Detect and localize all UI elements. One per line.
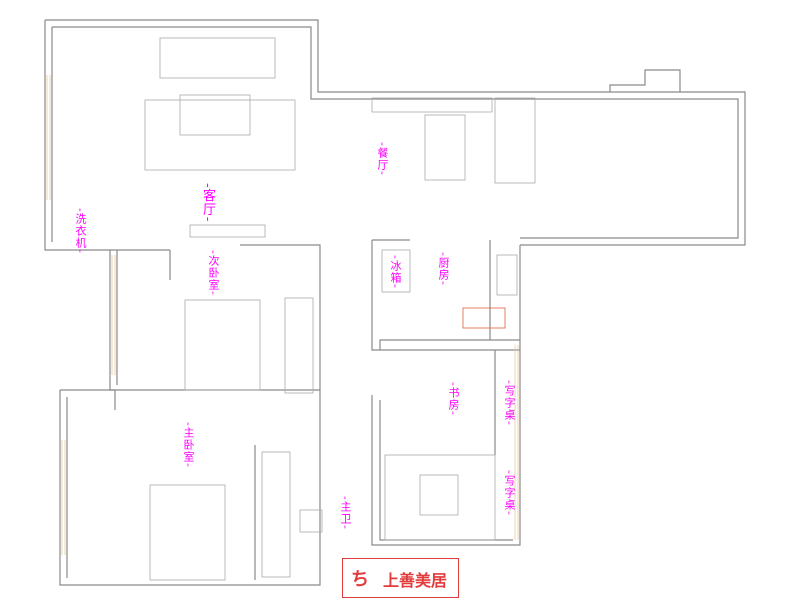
window-master: [61, 440, 66, 555]
label-kitchen: -厨房-: [437, 252, 450, 286]
toilet: [299, 509, 323, 533]
dining-table: [424, 114, 466, 181]
label-dining-room: -餐厅-: [376, 142, 389, 176]
label-desk-1: -写字桌-: [503, 380, 516, 426]
fridge: [381, 249, 411, 293]
window-second-bedroom: [111, 255, 116, 375]
brand-logo: ち 上善美居: [342, 558, 459, 598]
second-bed: [184, 299, 261, 391]
study-seat: [419, 474, 459, 516]
study-desk: [384, 454, 496, 541]
wardrobe-master: [261, 451, 291, 578]
label-fridge: -冰箱-: [389, 255, 402, 289]
label-washer: -洗衣机-: [74, 208, 87, 254]
logo-mark-icon: ち: [351, 569, 369, 590]
label-study: -书房-: [447, 382, 460, 416]
wall-study: [371, 245, 521, 546]
wall-second-bedroom: [109, 244, 321, 398]
sink: [496, 254, 518, 296]
label-living-room: -客厅-: [200, 183, 215, 223]
tv-cabinet: [189, 224, 266, 238]
window-study: [514, 345, 519, 540]
label-desk-2: -写字桌-: [503, 470, 516, 516]
wall-master-bedroom: [59, 389, 321, 586]
rug: [144, 99, 296, 171]
tall-cabinet: [494, 97, 536, 184]
master-bed: [149, 484, 226, 581]
logo-text: 上善美居: [383, 571, 448, 590]
label-master-bedroom: -主卧室-: [182, 422, 195, 468]
label-second-bedroom: -次卧室-: [207, 250, 220, 296]
window-living: [46, 75, 51, 200]
wardrobe-second: [284, 297, 314, 394]
stove: [462, 307, 506, 329]
coffee-table: [179, 94, 251, 136]
label-master-bath: -主卫-: [339, 496, 352, 530]
wall-left-living: [44, 20, 170, 251]
wall-living-room: [45, 19, 746, 246]
wall-kitchen: [371, 239, 520, 351]
sofa: [159, 37, 276, 79]
wall-step: [609, 69, 681, 92]
dining-cabinet: [371, 97, 493, 113]
